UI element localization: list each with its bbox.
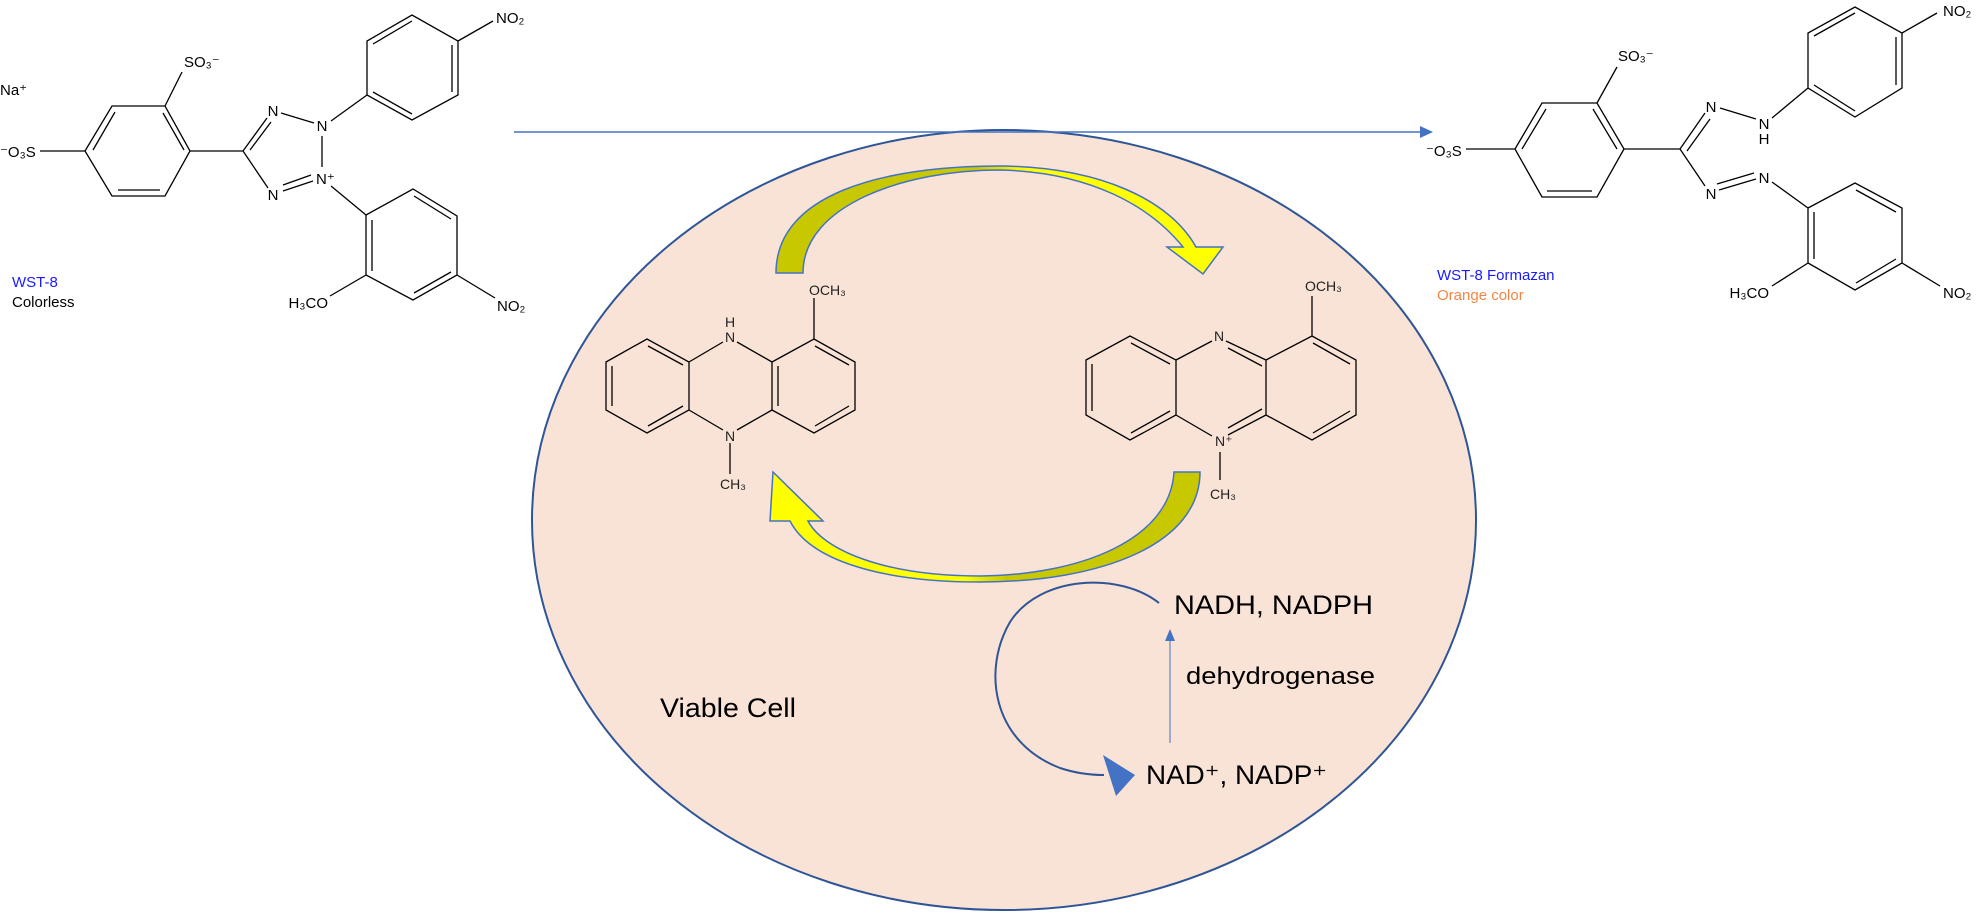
wst8-n-bottom: N xyxy=(268,187,279,204)
oxidized-mpms-methoxy: OCH₃ xyxy=(1305,278,1342,294)
formazan-nitro-bottom: NO₂ xyxy=(1943,285,1972,302)
wst8-structure: Na⁺ SO₃⁻ ⁻O₃S N N N⁺ N NO₂ H₃CO NO₂ WST-… xyxy=(0,10,526,315)
oxidation-curved-arrow xyxy=(775,165,1225,276)
oxidized-mpms-methyl: CH₃ xyxy=(1210,486,1236,502)
formazan-color-label: Orange color xyxy=(1437,287,1524,304)
formazan-nh-n: N xyxy=(1759,116,1770,133)
formazan-nh-h: H xyxy=(1759,131,1770,148)
oxidized-mpms-structure: N N⁺ CH₃ OCH₃ xyxy=(1085,278,1357,502)
formazan-name-label: WST-8 Formazan xyxy=(1437,267,1555,284)
oxidized-mpms-n-top: N xyxy=(1214,328,1224,344)
formazan-methoxy: H₃CO xyxy=(1730,285,1769,302)
reduced-mpms-bonds xyxy=(605,298,856,474)
viable-cell-ellipse xyxy=(531,129,1477,911)
wst8-n-plus: N⁺ xyxy=(316,171,335,188)
reduced-mpms-n-bottom: N xyxy=(725,428,735,444)
wst8-n-top: N xyxy=(268,103,279,120)
cofactor-cycle-arc xyxy=(994,581,1160,776)
reduced-mpms-h: H xyxy=(725,314,735,330)
wst8-sulfonate-top: SO₃⁻ xyxy=(184,54,220,71)
oxidized-mpms-n-plus: N⁺ xyxy=(1215,433,1233,449)
reduced-mpms-n-top: N xyxy=(725,329,735,345)
reduced-mpms-methoxy: OCH₃ xyxy=(809,282,846,298)
formazan-bonds xyxy=(1466,6,1941,291)
cofactor-cycle-arrowhead xyxy=(1103,755,1135,796)
enzyme-label: dehydrogenase xyxy=(1186,663,1375,690)
wst8-sulfonate-left: ⁻O₃S xyxy=(0,144,36,161)
wst8-methoxy: H₃CO xyxy=(289,295,328,312)
viable-cell-label: Viable Cell xyxy=(660,693,796,723)
formazan-structure: ⁻O₃S SO₃⁻ N N H N N NO₂ H₃CO NO₂ WST-8 F… xyxy=(1426,3,1972,304)
formazan-nitro-top: NO₂ xyxy=(1943,3,1972,20)
formazan-n-bottom: N xyxy=(1706,186,1717,203)
formazan-n-azo: N xyxy=(1759,170,1770,187)
wst8-color-label: Colorless xyxy=(12,294,75,311)
wst8-n-2: N xyxy=(317,118,328,135)
reduced-cofactors-label: NADH, NADPH xyxy=(1174,590,1373,620)
wst8-name-label: WST-8 xyxy=(12,274,58,291)
formazan-sulfonate-top: SO₃⁻ xyxy=(1618,48,1654,65)
reduced-mpms-structure: H N N CH₃ OCH₃ xyxy=(605,282,856,492)
reduced-mpms-methyl: CH₃ xyxy=(720,476,746,492)
reaction-arrow xyxy=(514,126,1433,138)
wst8-nitro-top: NO₂ xyxy=(496,10,525,27)
wst8-counter-ion: Na⁺ xyxy=(0,82,27,99)
formazan-sulfonate-left: ⁻O₃S xyxy=(1426,143,1462,160)
formazan-n-top: N xyxy=(1706,99,1717,116)
oxidized-cofactors-label: NAD⁺, NADP⁺ xyxy=(1146,760,1327,790)
dehydrogenase-arrowhead xyxy=(1165,629,1175,641)
reduction-curved-arrow xyxy=(769,470,1201,583)
cofactor-cycle: NADH, NADPH dehydrogenase NAD⁺, NADP⁺ xyxy=(994,581,1375,796)
wst8-nitro-bottom: NO₂ xyxy=(497,298,526,315)
wst8-bonds xyxy=(40,14,496,301)
oxidized-mpms-bonds xyxy=(1085,296,1357,480)
